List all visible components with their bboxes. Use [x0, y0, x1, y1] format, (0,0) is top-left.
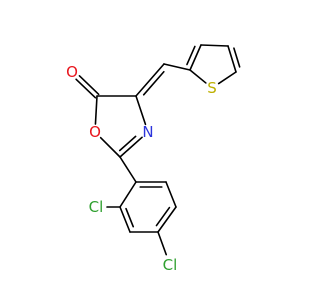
bond-C2-A1: [119, 156, 137, 183]
atom-label-ring-nitrogen: N: [142, 123, 153, 141]
bond-C4-CH-inner: [142, 70, 165, 96]
bond-T5-T4: [227, 45, 237, 73]
bond-A2-A3: [119, 206, 131, 233]
bond-O1-C5-a: [75, 78, 97, 99]
bond-T3-T2-inner: [186, 45, 196, 66]
atom-label-chlorine-ortho: Cl: [89, 198, 104, 216]
bond-C2-N3: [119, 136, 143, 158]
bond-O1r-C2: [99, 136, 121, 158]
bond-A4-Cl2: [157, 231, 168, 256]
bond-A2-A3-inner: [125, 207, 135, 228]
atom-label-carbonyl-oxygen: O: [66, 63, 78, 81]
bond-O1-C5-b: [78, 75, 100, 96]
bond-N3-C4: [135, 95, 147, 126]
bond-A5-A6: [165, 181, 177, 208]
bond-T2-S: [189, 69, 207, 84]
bond-T4-T3: [200, 44, 229, 47]
bond-CH-T2: [163, 63, 191, 71]
atom-label-ring-oxygen: O: [89, 123, 101, 141]
bond-T5-T4-inner: [233, 47, 241, 68]
bond-C4-CH: [135, 63, 165, 97]
bond-C2-N3-inner: [118, 135, 137, 152]
bond-S-T5: [217, 71, 237, 85]
atom-label-thiophene-sulfur: S: [207, 79, 217, 97]
atom-label-chlorine-para: Cl: [163, 256, 178, 274]
bond-T3-T2: [189, 44, 202, 71]
bond-A4-A5: [157, 206, 177, 233]
bond-A4-A5-inner: [155, 206, 171, 227]
bond-A1-A2: [119, 181, 137, 208]
bond-C5-O1r: [94, 95, 98, 125]
